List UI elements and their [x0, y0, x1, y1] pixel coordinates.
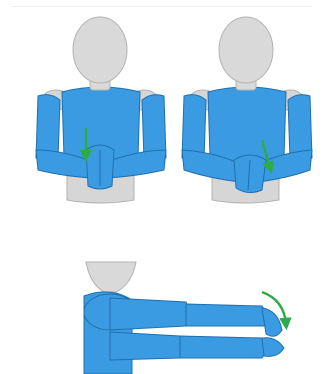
- hand-top: [262, 308, 282, 336]
- forearm: [186, 304, 267, 326]
- lower-upper-arm: [110, 332, 183, 360]
- head: [219, 17, 273, 83]
- upper-arm: [110, 298, 189, 330]
- head: [86, 262, 136, 292]
- head: [73, 17, 127, 83]
- figure-front-1: [36, 17, 166, 203]
- hand-bottom: [262, 338, 284, 357]
- lower-forearm: [180, 336, 266, 358]
- chest: [208, 87, 286, 162]
- figure-side: [84, 262, 286, 374]
- figure-front-2: [182, 17, 312, 203]
